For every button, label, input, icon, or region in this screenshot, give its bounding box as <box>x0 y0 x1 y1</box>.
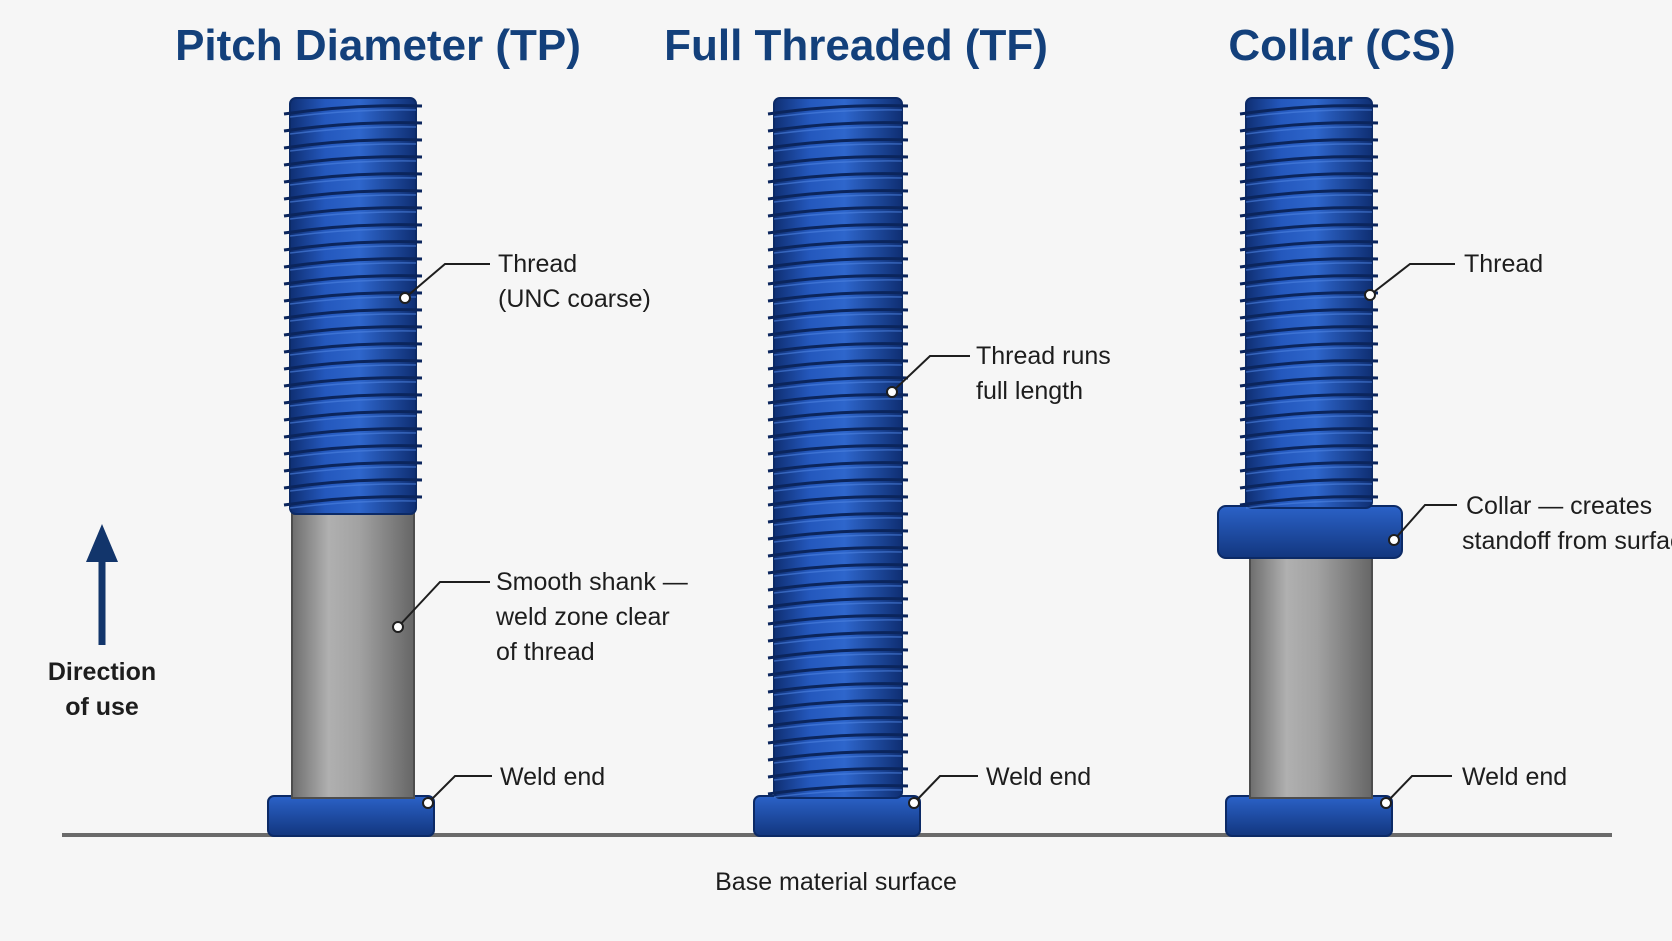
callout-tp-shank: Smooth shank — weld zone clear of thread <box>392 568 688 666</box>
up-arrow-head <box>86 524 118 562</box>
stud-tp <box>267 97 435 837</box>
svg-text:Thread: Thread <box>1464 250 1543 278</box>
svg-text:Weld end: Weld end <box>1462 763 1567 791</box>
stud-cs <box>1217 97 1403 837</box>
svg-text:full length: full length <box>976 377 1083 405</box>
direction-label-2: of use <box>65 693 139 721</box>
callout-tp-thread: Thread (UNC coarse) <box>399 250 651 313</box>
svg-text:Weld end: Weld end <box>500 763 605 791</box>
svg-text:Weld end: Weld end <box>986 763 1091 791</box>
callout-cs-thread: Thread <box>1364 250 1543 301</box>
callout-cs-collar: Collar — creates standoff from surface <box>1388 492 1672 555</box>
cs-thread-lines <box>1239 104 1379 509</box>
callout-tf-thread: Thread runs full length <box>886 342 1111 405</box>
title-tp: Pitch Diameter (TP) <box>175 21 581 70</box>
cs-thread <box>1245 97 1373 509</box>
cs-collar <box>1217 505 1403 559</box>
tp-weld-base <box>267 795 435 837</box>
tf-weld-base <box>753 795 921 837</box>
svg-text:Thread: Thread <box>498 250 577 278</box>
svg-text:(UNC coarse): (UNC coarse) <box>498 285 651 313</box>
callout-tp-weld: Weld end <box>422 763 605 809</box>
svg-text:of thread: of thread <box>496 638 595 666</box>
callout-cs-weld: Weld end <box>1380 763 1567 809</box>
stud-tf <box>753 97 921 837</box>
cs-smooth-shank <box>1249 555 1373 799</box>
svg-text:Smooth shank —: Smooth shank — <box>496 568 688 596</box>
base-surface-label: Base material surface <box>715 868 957 896</box>
direction-of-use: Direction of use <box>48 524 156 721</box>
tp-smooth-shank <box>291 513 415 799</box>
title-cs: Collar (CS) <box>1228 21 1455 70</box>
svg-text:weld zone clear: weld zone clear <box>495 603 670 631</box>
svg-text:Collar — creates: Collar — creates <box>1466 492 1652 520</box>
callout-tf-weld: Weld end <box>908 763 1091 809</box>
svg-text:Thread runs: Thread runs <box>976 342 1111 370</box>
tf-thread-lines <box>767 104 909 798</box>
svg-text:standoff from surface: standoff from surface <box>1462 527 1672 555</box>
cs-weld-base <box>1225 795 1393 837</box>
tp-thread <box>289 97 417 515</box>
direction-label-1: Direction <box>48 658 156 686</box>
tp-thread-lines <box>283 104 423 509</box>
title-tf: Full Threaded (TF) <box>664 21 1048 70</box>
